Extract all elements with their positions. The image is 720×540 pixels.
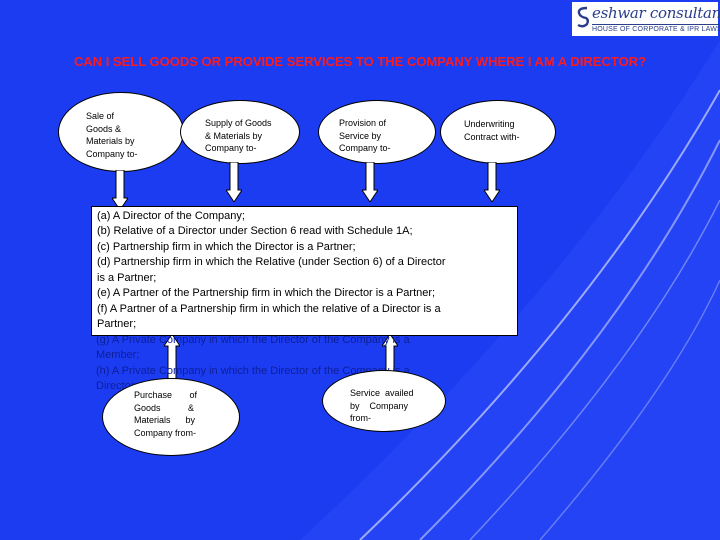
oval-supply-of-goods-text: Supply of Goods & Materials by Company t…: [205, 117, 272, 155]
condition-line: (h) A Private Company in which the Direc…: [96, 365, 410, 377]
condition-line: (d) Partnership firm in which the Relati…: [97, 256, 446, 268]
oval-line: Materials by: [134, 415, 196, 425]
oval-purchase-of-goods: [102, 378, 240, 456]
condition-line: Member;: [96, 349, 140, 361]
oval-line: Goods &: [86, 123, 122, 134]
conditions-box: (a) A Director of the Company; (b) Relat…: [91, 206, 518, 336]
condition-line: (f) A Partner of a Partnership firm in w…: [97, 303, 441, 315]
logo-name: eshwar consultants: [592, 4, 720, 22]
oval-line: Supply of Goods: [205, 118, 272, 128]
arrow-up-icon: [164, 334, 180, 382]
oval-line: Contract with-: [464, 131, 520, 142]
arrow-down-icon: [112, 170, 128, 210]
condition-line: (a) A Director of the Company;: [97, 210, 245, 222]
oval-supply-of-goods: [180, 100, 300, 164]
condition-line: (c) Partnership firm in which the Direct…: [97, 241, 356, 253]
logo-tagline: HOUSE OF CORPORATE & IPR LAWS: [592, 24, 720, 33]
oval-sale-of-goods-text: Sale of Goods & Materials by Company to-: [86, 110, 138, 160]
arrow-down-icon: [484, 162, 500, 202]
oval-underwriting-contract-text: Underwriting Contract with-: [464, 118, 520, 143]
arrow-down-icon: [226, 162, 242, 202]
oval-line: Service by: [339, 130, 382, 141]
oval-line: Sale of: [86, 111, 115, 121]
oval-provision-of-service: [318, 100, 436, 164]
arrow-down-icon: [362, 162, 378, 202]
oval-line: Company to-: [339, 143, 391, 153]
oval-line: Provision of: [339, 118, 387, 128]
oval-line: Company to-: [86, 148, 138, 159]
arrow-up-icon: [382, 334, 398, 374]
oval-line: Company from-: [134, 427, 197, 438]
company-logo: eshwar consultants HOUSE OF CORPORATE & …: [572, 2, 720, 36]
oval-line: from-: [350, 413, 371, 423]
oval-sale-of-goods: [58, 92, 184, 172]
condition-line: (b) Relative of a Director under Section…: [97, 225, 413, 237]
oval-line: Underwriting: [464, 119, 515, 129]
oval-purchase-of-goods-text: Purchase of Goods & Materials by Company…: [134, 389, 197, 439]
oval-line: Goods &: [134, 402, 195, 413]
oval-service-availed: [322, 370, 446, 432]
oval-service-availed-text: Service availed by Company from-: [350, 387, 414, 425]
oval-line: by Company: [350, 400, 409, 411]
oval-line: Purchase of: [134, 390, 198, 400]
oval-provision-of-service-text: Provision of Service by Company to-: [339, 117, 391, 155]
oval-underwriting-contract: [440, 100, 556, 164]
oval-line: Service availed: [350, 388, 414, 398]
condition-line: (g) A Private Company in which the Direc…: [96, 334, 410, 346]
oval-line: Materials by: [86, 136, 135, 146]
condition-line: is a Partner;: [97, 272, 157, 284]
oval-line: & Materials by: [205, 130, 263, 141]
condition-line: (e) A Partner of the Partnership firm in…: [97, 287, 436, 299]
page-title: CAN I SELL GOODS OR PROVIDE SERVICES TO …: [73, 54, 647, 69]
oval-line: Company to-: [205, 143, 257, 153]
condition-line: Partner;: [97, 318, 137, 330]
logo-mark-icon: [577, 6, 589, 28]
